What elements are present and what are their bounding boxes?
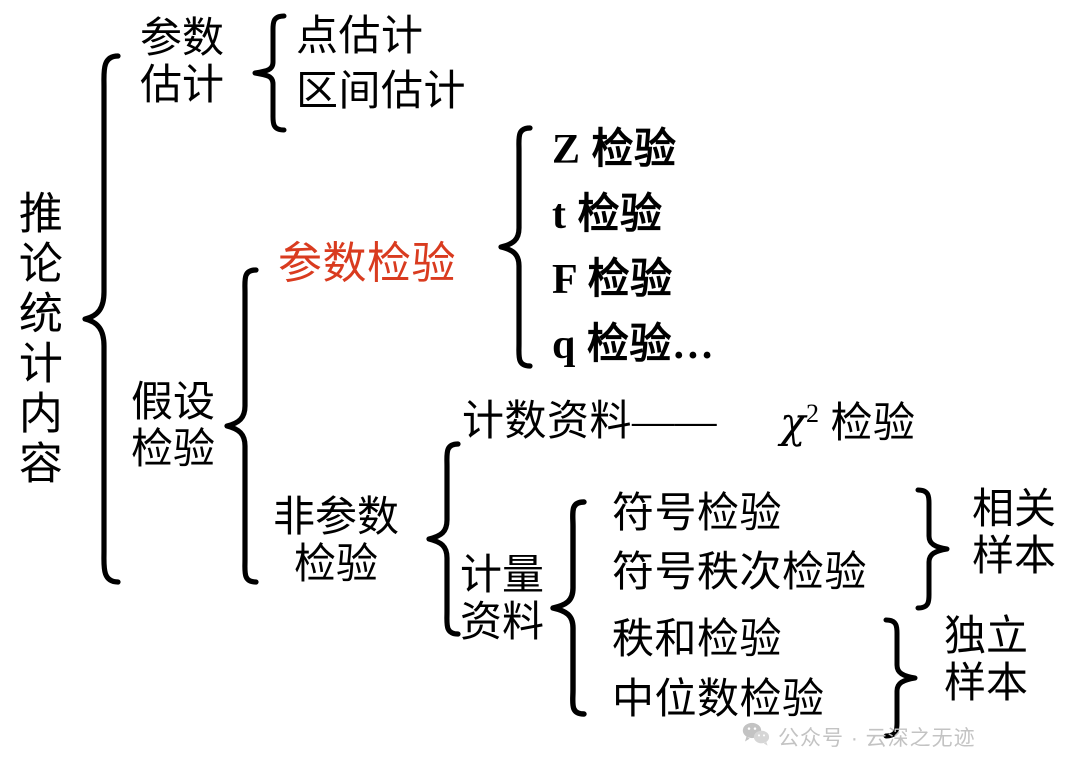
node-related-samples: 相关 样本 [971,487,1056,581]
brace-parametric-test [498,124,533,370]
node-nonparametric-test: 非参数 检验 [272,495,399,589]
node-point-estimation: 点估计 [296,14,424,60]
root-label-inferential-statistics: 推论统计内容 [11,190,61,490]
node-f-test: F 检验 [552,257,673,303]
node-parametric-test: 参数检验 [278,239,456,288]
brace-parametric-estimation [252,12,287,134]
node-sign-test: 符号检验 [612,491,783,537]
chi-symbol: χ [780,398,806,447]
brace-root [82,52,121,586]
watermark-text: 公众号 · 云深之无迹 [778,727,976,750]
node-t-test: t 检验 [552,192,663,238]
brace-related-samples [914,486,950,612]
chi-test-label: 检验 [819,401,916,447]
brace-independent-samples [882,616,918,740]
node-z-test: Z 检验 [552,127,677,173]
node-independent-samples: 独立 样本 [943,614,1028,708]
brace-nonparametric-test [426,440,461,638]
node-interval-estimation: 区间估计 [296,69,467,115]
node-chi-square-test: χ2 检验 [780,398,916,447]
watermark: 公众号 · 云深之无迹 [742,722,976,752]
node-hypothesis-testing: 假设 检验 [130,380,215,474]
node-count-data: 计数资料—— [462,399,718,445]
node-parametric-estimation: 参数 估计 [139,16,224,110]
node-q-test: q 检验… [552,322,715,368]
node-median-test: 中位数检验 [612,677,825,723]
chi-superscript: 2 [805,399,820,428]
node-measurement-data: 计量 资料 [459,553,544,647]
brace-measurement-data [550,498,587,718]
node-signed-rank-test: 符号秩次检验 [612,550,868,596]
wechat-icon [742,722,770,752]
brace-hypothesis-testing [224,266,259,586]
node-rank-sum-test: 秩和检验 [612,617,783,663]
